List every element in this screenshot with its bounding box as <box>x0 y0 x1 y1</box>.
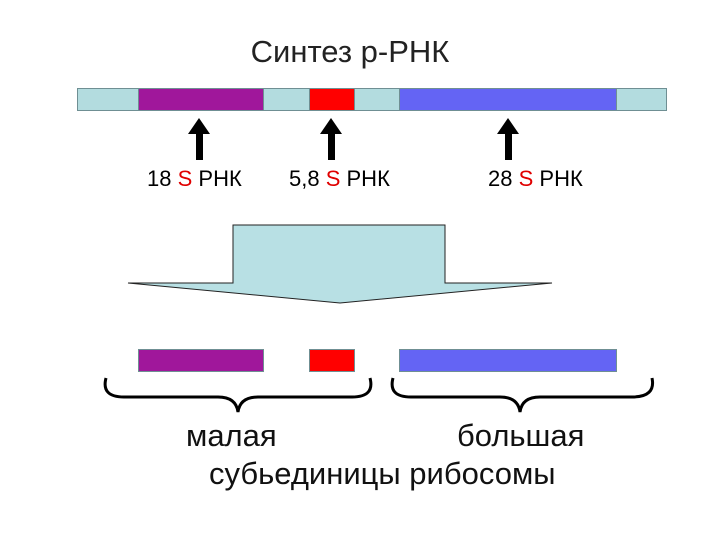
label-s-unit: S <box>325 166 341 191</box>
small-subunit-brace-icon <box>103 377 373 413</box>
small-subunit-label: малая <box>186 418 277 453</box>
mature-18s-rna <box>138 349 264 372</box>
label-s-unit: S <box>518 166 534 191</box>
mature-5-8s-rna <box>309 349 355 372</box>
mature-28s-rna <box>399 349 617 372</box>
page-title: Синтез р-РНК <box>250 34 450 69</box>
ribosome-subunits-caption: субьединицы рибосомы <box>209 456 556 491</box>
label-rna: РНК <box>533 166 583 191</box>
label-number: 18 <box>147 166 178 191</box>
label-number: 5,8 <box>289 166 326 191</box>
processing-arrow-icon <box>127 224 553 304</box>
label-rna: РНК <box>192 166 242 191</box>
spacer-segment <box>616 88 667 111</box>
large-subunit-label: большая <box>457 418 585 453</box>
large-subunit-brace-icon <box>390 377 655 413</box>
label-rna: РНК <box>340 166 390 191</box>
label-s-unit: S <box>177 166 193 191</box>
label-28s-rna: 28 S РНК <box>488 166 583 192</box>
label-5-8s-rna: 5,8 S РНК <box>289 166 390 192</box>
label-number: 28 <box>488 166 519 191</box>
label-18s-rna: 18 S РНК <box>147 166 242 192</box>
